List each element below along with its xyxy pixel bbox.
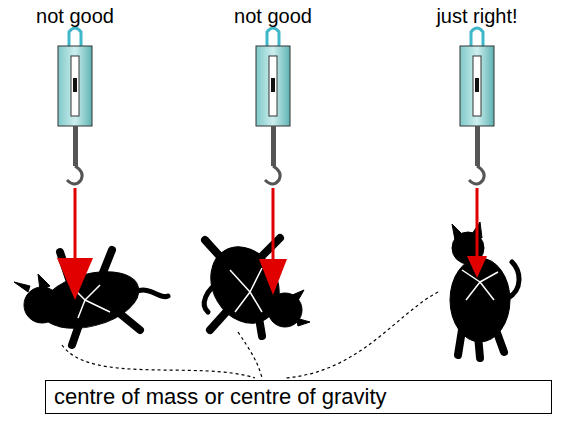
caption-label: just right! [436, 6, 517, 26]
cat-silhouette [197, 234, 310, 336]
caption-label: not good [234, 6, 312, 26]
harness [230, 268, 262, 312]
cat-silhouette [14, 250, 168, 345]
caption-label: not good [36, 6, 114, 26]
force-arrow [57, 188, 487, 300]
harness [462, 270, 498, 300]
caption-box: centre of mass or centre of gravity [45, 380, 552, 414]
box-text: centre of mass or centre of gravity [54, 386, 387, 408]
spring-scale [58, 28, 494, 184]
cat-silhouette [450, 222, 519, 358]
